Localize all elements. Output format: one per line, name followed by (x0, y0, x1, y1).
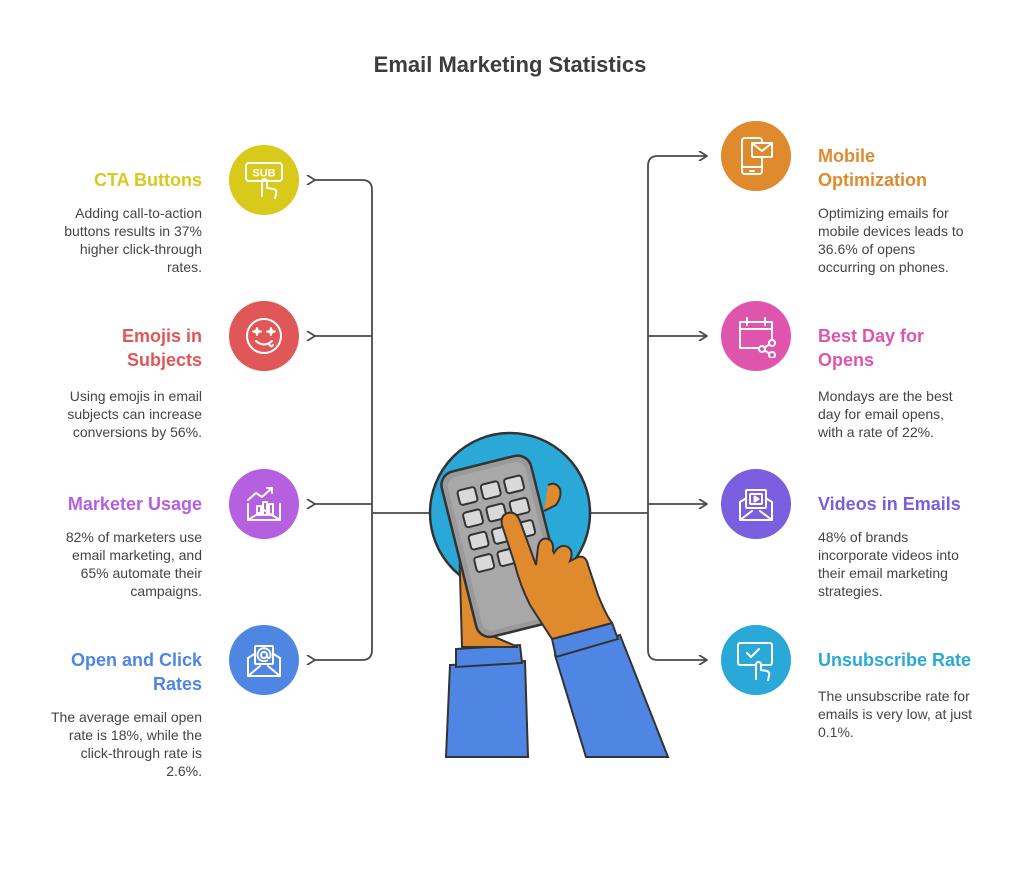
open-click-desc-line: 2.6%. (166, 763, 202, 779)
cta-description: Adding call-to-action buttons results in… (20, 204, 202, 276)
mobile-heading-line: Optimization (818, 170, 927, 190)
page-title: Email Marketing Statistics (373, 52, 647, 77)
subscribe-icon-text: SUB (252, 168, 275, 180)
unsubscribe-description: The unsubscribe rate for emails is very … (818, 687, 1008, 741)
mobile-heading: Mobile Optimization (818, 144, 1008, 192)
cta-desc-line: rates. (166, 259, 202, 275)
videos-desc-line: their email marketing (818, 565, 948, 581)
best-day-desc-line: Mondays are the best (818, 388, 953, 404)
emoji-heading-line: Emojis in (121, 326, 202, 346)
smiley-face-icon (229, 301, 299, 371)
marketer-desc-line: 65% automate their (80, 565, 202, 581)
cta-heading: CTA Buttons (94, 170, 202, 190)
mobile-desc-line: Optimizing emails for (818, 205, 949, 221)
marketer-description: 82% of marketers use email marketing, an… (20, 528, 202, 600)
marketer-desc-line: 82% of marketers use (65, 529, 202, 545)
unsubscribe-desc-line: emails is very low, at just (818, 706, 973, 722)
open-click-desc-line: click-through rate is (80, 745, 202, 761)
connector-open-click (314, 649, 373, 660)
emoji-heading-line: Subjects (126, 350, 202, 370)
emoji-desc-line: subjects can increase (67, 406, 202, 422)
calendar-share-icon (721, 301, 791, 371)
best-day-description: Mondays are the best day for email opens… (818, 387, 1008, 441)
open-click-heading-line: Open and Click (70, 650, 202, 670)
mobile-heading-line: Mobile (818, 146, 875, 166)
open-click-heading: Open and Click Rates (20, 648, 202, 696)
mobile-desc-line: occurring on phones. (818, 259, 949, 275)
mobile-email-icon (721, 121, 791, 191)
connector-cta (314, 180, 373, 191)
mobile-desc-line: 36.6% of opens (818, 241, 916, 257)
envelope-video-icon (721, 469, 791, 539)
best-day-heading: Best Day for Opens (818, 324, 1008, 372)
marketer-desc-line: campaigns. (130, 583, 202, 599)
unsubscribe-desc-line: The unsubscribe rate for (818, 688, 970, 704)
marketer-heading: Marketer Usage (67, 494, 202, 514)
connector-mobile (647, 156, 706, 167)
open-click-description: The average email open rate is 18%, whil… (20, 708, 202, 780)
marketer-desc-line: email marketing, and (72, 547, 202, 563)
cta-desc-line: Adding call-to-action (75, 205, 202, 221)
unsubscribe-click-icon (721, 625, 791, 695)
videos-heading: Videos in Emails (818, 494, 961, 514)
videos-description: 48% of brands incorporate videos into th… (818, 528, 1008, 600)
cta-desc-line: higher click-through (79, 241, 202, 257)
envelope-at-sign-icon (229, 625, 299, 695)
videos-desc-line: 48% of brands (818, 529, 909, 545)
best-day-desc-line: with a rate of 22%. (818, 424, 934, 440)
best-day-heading-line: Opens (818, 350, 875, 370)
open-click-desc-line: rate is 18%, while the (68, 727, 202, 743)
mobile-desc-line: mobile devices leads to (818, 223, 964, 239)
open-click-heading-line: Rates (152, 674, 202, 694)
emoji-desc-line: conversions by 56%. (72, 424, 202, 440)
videos-desc-line: incorporate videos into (818, 547, 959, 563)
emoji-heading: Emojis in Subjects (20, 324, 202, 372)
connector-unsubscribe (647, 649, 706, 660)
videos-desc-line: strategies. (818, 583, 883, 599)
cta-desc-line: buttons results in 37% (64, 223, 202, 239)
best-day-desc-line: day for email opens, (818, 406, 945, 422)
mobile-description: Optimizing emails for mobile devices lea… (818, 204, 1008, 276)
unsubscribe-desc-line: 0.1%. (818, 724, 854, 740)
emoji-description: Using emojis in email subjects can incre… (20, 387, 202, 441)
open-click-desc-line: The average email open (51, 709, 202, 725)
envelope-growth-chart-icon (229, 469, 299, 539)
emoji-desc-line: Using emojis in email (69, 388, 202, 404)
subscribe-click-icon: SUB (229, 145, 299, 215)
unsubscribe-heading: Unsubscribe Rate (818, 650, 972, 670)
best-day-heading-line: Best Day for (818, 326, 925, 346)
hand-calculator-illustration (428, 431, 670, 758)
